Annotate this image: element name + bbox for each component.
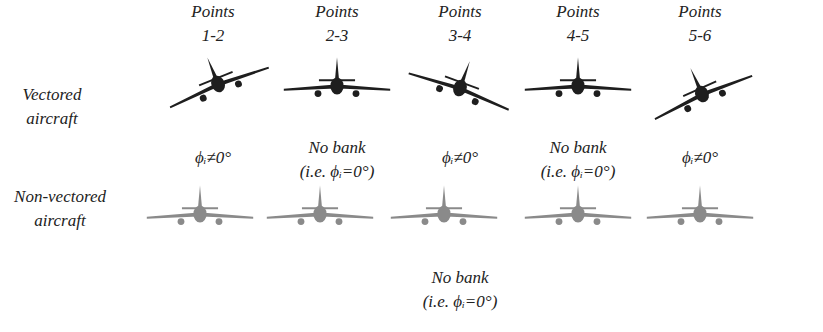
column-heading: Points 5-6 xyxy=(672,0,728,48)
bank-angle-note: No bank (i.e. ϕᵢ=0°) xyxy=(418,266,502,314)
level-aircraft xyxy=(267,186,373,226)
column-heading: Points 3-4 xyxy=(432,0,488,48)
row-label: Non-vectored aircraft xyxy=(5,185,115,233)
banked-aircraft xyxy=(642,46,755,125)
column-heading: Points 1-2 xyxy=(185,0,241,48)
bank-angle-note: ϕᵢ≠0° xyxy=(168,146,258,170)
level-aircraft xyxy=(525,186,631,226)
level-aircraft xyxy=(525,58,631,98)
column-heading: Points 4-5 xyxy=(550,0,606,48)
bank-angle-note: ϕᵢ≠0° xyxy=(415,146,505,170)
level-aircraft xyxy=(284,58,390,98)
level-aircraft xyxy=(147,186,253,226)
vectored-aircraft-row xyxy=(158,38,755,126)
row-label: Vectored aircraft xyxy=(16,83,88,131)
non-vectored-aircraft-row xyxy=(147,186,753,226)
bank-angle-note: ϕᵢ≠0° xyxy=(655,146,745,170)
banked-aircraft xyxy=(158,38,271,115)
level-aircraft xyxy=(647,186,753,226)
column-heading: Points 2-3 xyxy=(309,0,365,48)
bank-angle-note: No bank (i.e. ϕᵢ=0°) xyxy=(536,136,620,184)
level-aircraft xyxy=(391,186,497,226)
banked-aircraft xyxy=(406,43,519,117)
bank-angle-note: No bank (i.e. ϕᵢ=0°) xyxy=(295,136,379,184)
